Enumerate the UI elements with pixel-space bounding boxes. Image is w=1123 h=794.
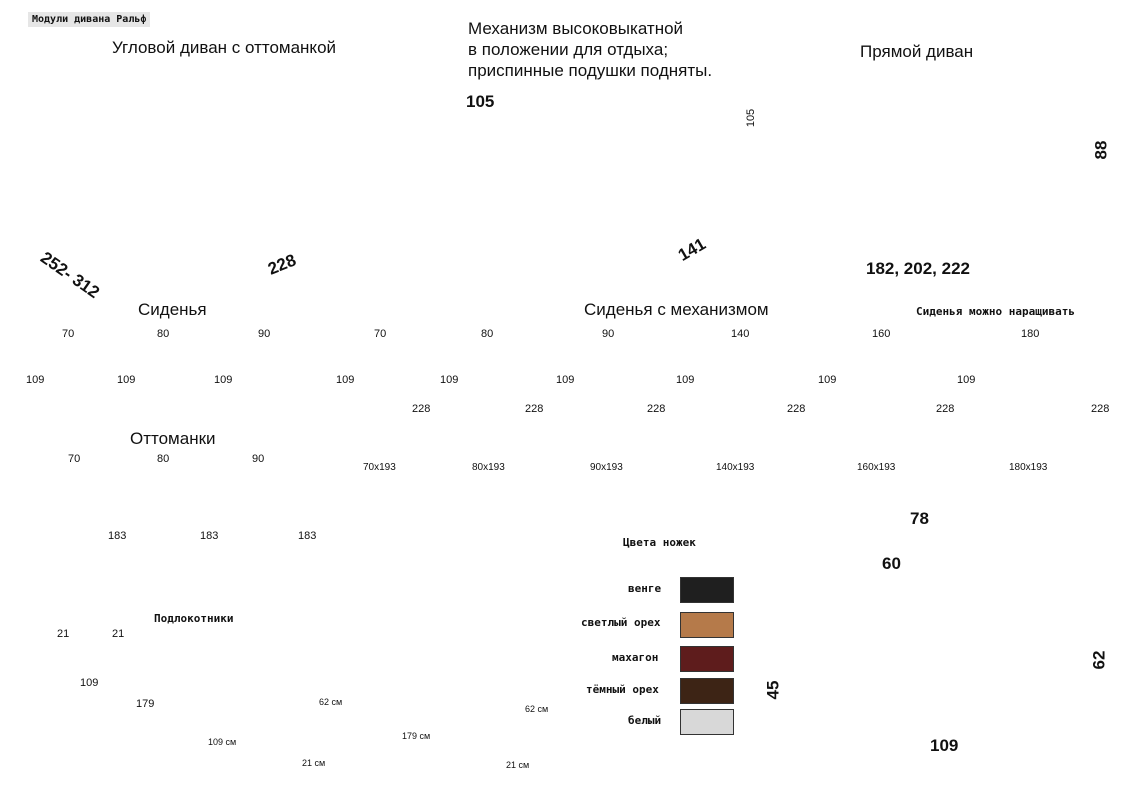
armrest-thickness: 21 см — [506, 760, 530, 770]
page-badge: Модули дивана Ральф — [28, 12, 151, 27]
corner-depth-dim: 252- 312 — [37, 248, 103, 303]
mech-seat-depth: 109 — [336, 374, 355, 386]
ottoman-depth: 183 — [108, 530, 127, 542]
mech-seat-width: 90 — [602, 328, 615, 340]
mech-seat-width: 160 — [872, 328, 891, 340]
mech-seat-depth: 109 — [556, 374, 575, 386]
ottomans-drawings — [51, 465, 295, 591]
ottoman-width: 90 — [252, 453, 265, 465]
armrest-plans — [55, 641, 133, 765]
armrest-depth: 109 — [80, 677, 99, 689]
mech-seat-width: 140 — [731, 328, 750, 340]
straight-height-dim: 88 — [1091, 140, 1111, 160]
leg-color-swatch — [680, 646, 734, 672]
profile-seat-height-dim: 45 — [763, 680, 783, 700]
leg-color-swatch — [680, 577, 734, 603]
armrest-thickness: 21 см — [302, 758, 326, 768]
mech-seats-drawings — [356, 341, 1089, 479]
leg-color-swatch — [680, 612, 734, 638]
corner-plan-drawing — [387, 504, 523, 620]
armrest-height: 62 см — [319, 697, 343, 707]
mech-seat-width: 180 — [1021, 328, 1040, 340]
mech-seat-full: 228 — [525, 403, 544, 415]
straight-width-dim: 182, 202, 222 — [866, 259, 970, 278]
straight-sofa-drawing — [764, 89, 1086, 265]
mech-top-dim: 105 — [466, 92, 495, 111]
seat-depth: 109 — [26, 374, 45, 386]
corner-sofa-title: Угловой диван с оттоманкой — [112, 38, 337, 57]
mech-seats-note: Сиденья можно наращивать — [916, 305, 1075, 318]
seat-width: 80 — [157, 328, 170, 340]
leg-color-label: тёмный орех — [586, 683, 659, 696]
mech-seat-bed: 180x193 — [1009, 462, 1048, 473]
mech-seat-depth: 109 — [676, 374, 695, 386]
corner-sofa-drawing — [34, 87, 406, 290]
mech-seat-depth: 109 — [818, 374, 837, 386]
legs-title: Цвета ножек — [623, 536, 696, 549]
mech-seat-full: 228 — [787, 403, 806, 415]
mech-height-dim: 105 — [745, 108, 758, 128]
mechanism-caption: Механизм высоковыкатной в положении для … — [468, 19, 713, 80]
mech-seat-bed: 70x193 — [363, 462, 396, 473]
leg-color-label: махагон — [612, 651, 659, 664]
mech-seat-bed: 80x193 — [472, 462, 505, 473]
leg-color-label: белый — [628, 714, 662, 727]
leg-color-swatch — [680, 678, 734, 704]
seat-depth: 109 — [117, 374, 136, 386]
armrest-depth: 179 — [136, 698, 155, 710]
profile-depth-dim: 109 — [930, 736, 959, 755]
ottoman-depth: 183 — [298, 530, 317, 542]
mech-seat-depth: 109 — [957, 374, 976, 386]
mech-seat-bed: 90x193 — [590, 462, 623, 473]
profile-seat-dim: 60 — [882, 554, 901, 573]
seat-width: 90 — [258, 328, 271, 340]
armrest-height: 62 см — [525, 704, 549, 714]
armrest-width: 21 — [112, 628, 125, 640]
mech-seat-full: 228 — [647, 403, 666, 415]
armrest-length: 179 см — [402, 731, 431, 741]
mech-seat-full: 228 — [936, 403, 955, 415]
mech-seat-bed: 140x193 — [716, 462, 755, 473]
mech-seat-width: 80 — [481, 328, 494, 340]
leg-color-label: венге — [628, 582, 662, 595]
armrest-length: 109 см — [208, 737, 237, 747]
mech-seat-bed: 160x193 — [857, 462, 896, 473]
seats-drawings — [41, 341, 293, 409]
straight-sofa-title: Прямой диван — [860, 42, 974, 61]
armrests-title: Подлокотники — [154, 612, 234, 625]
profile-top-dim: 78 — [910, 509, 929, 528]
ottomans-title: Оттоманки — [130, 429, 216, 448]
ottoman-depth: 183 — [200, 530, 219, 542]
ottoman-width: 70 — [68, 453, 81, 465]
leg-color-swatch — [680, 709, 734, 735]
mech-seats-title: Сиденья с механизмом — [584, 300, 769, 319]
leg-color-label: светлый орех — [581, 616, 661, 629]
ottoman-width: 80 — [157, 453, 170, 465]
profile-height-dim: 62 — [1089, 650, 1109, 670]
mech-depth-dim: 141 — [674, 234, 709, 265]
side-profile-drawing — [781, 517, 1097, 779]
mech-seat-depth: 109 — [440, 374, 459, 386]
mech-seat-full: 228 — [412, 403, 431, 415]
mech-seat-width: 70 — [374, 328, 387, 340]
seat-width: 70 — [62, 328, 75, 340]
corner-width-dim: 228 — [265, 250, 299, 279]
seats-title: Сиденья — [138, 300, 207, 319]
armrest-width: 21 — [57, 628, 70, 640]
seat-depth: 109 — [214, 374, 233, 386]
mech-seat-full: 228 — [1091, 403, 1110, 415]
